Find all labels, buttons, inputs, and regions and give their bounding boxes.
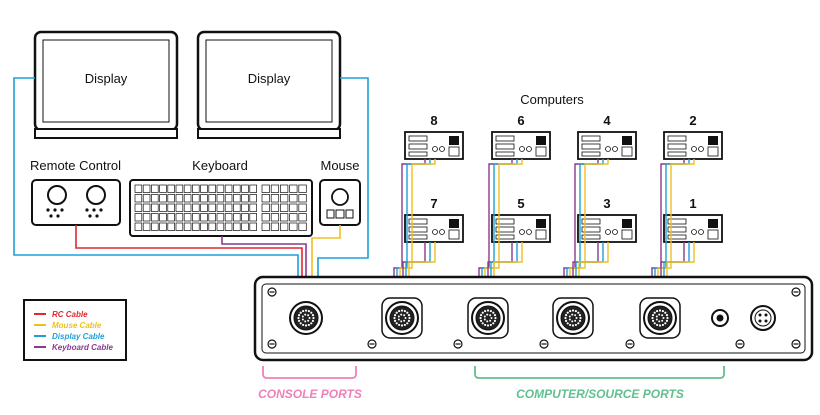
- display-1: Display: [33, 30, 179, 139]
- computer-port-1: [381, 297, 423, 339]
- computer-port-2: [467, 297, 509, 339]
- computer-3: 3: [577, 196, 637, 243]
- mouse-label: Mouse: [320, 158, 359, 173]
- legend-label: Display Cable: [52, 332, 105, 341]
- remote-control-label: Remote Control: [30, 158, 121, 173]
- console-ports-label: CONSOLE PORTS: [258, 387, 362, 401]
- keyboard: [129, 179, 313, 237]
- legend-label: RC Cable: [52, 310, 88, 319]
- legend-item: Display Cable: [34, 332, 105, 341]
- display-2: Display: [196, 30, 342, 139]
- computer-1: 1: [663, 196, 723, 243]
- computer-4: 4: [577, 113, 637, 160]
- computers-label: Computers: [520, 92, 584, 107]
- display-2-label: Display: [248, 71, 291, 86]
- legend-label: Keyboard Cable: [52, 343, 113, 352]
- computer-6: 6: [491, 113, 551, 160]
- computer-number: 3: [603, 196, 610, 211]
- computer-ports-bracket: COMPUTER/SOURCE PORTS: [474, 366, 725, 401]
- display-1-label: Display: [85, 71, 128, 86]
- kvm-chassis: [253, 275, 814, 362]
- computer-port-3: [552, 297, 594, 339]
- computer-8: 8: [404, 113, 464, 160]
- computer-number: 2: [689, 113, 696, 128]
- computers-group: 8 6 4 2 7 5 3 1: [404, 113, 723, 243]
- computer-port-4: [639, 297, 681, 339]
- mouse: [319, 179, 361, 226]
- legend-item: Mouse Cable: [34, 321, 102, 330]
- computer-number: 6: [517, 113, 524, 128]
- computer-7: 7: [404, 196, 464, 243]
- console-port: [289, 301, 323, 335]
- console-cables: [13, 77, 369, 300]
- legend-item: Keyboard Cable: [34, 343, 113, 352]
- computer-number: 8: [430, 113, 437, 128]
- computer-number: 4: [603, 113, 611, 128]
- legend-item: RC Cable: [34, 310, 88, 319]
- legend-label: Mouse Cable: [52, 321, 102, 330]
- computer-number: 1: [689, 196, 696, 211]
- computer-5: 5: [491, 196, 551, 243]
- computer-2: 2: [663, 113, 723, 160]
- remote-control: [31, 179, 121, 226]
- keyboard-label: Keyboard: [192, 158, 248, 173]
- computer-number: 7: [430, 196, 437, 211]
- computer-number: 5: [517, 196, 524, 211]
- console-ports-bracket: CONSOLE PORTS: [258, 366, 362, 401]
- computer-ports-label: COMPUTER/SOURCE PORTS: [516, 387, 684, 401]
